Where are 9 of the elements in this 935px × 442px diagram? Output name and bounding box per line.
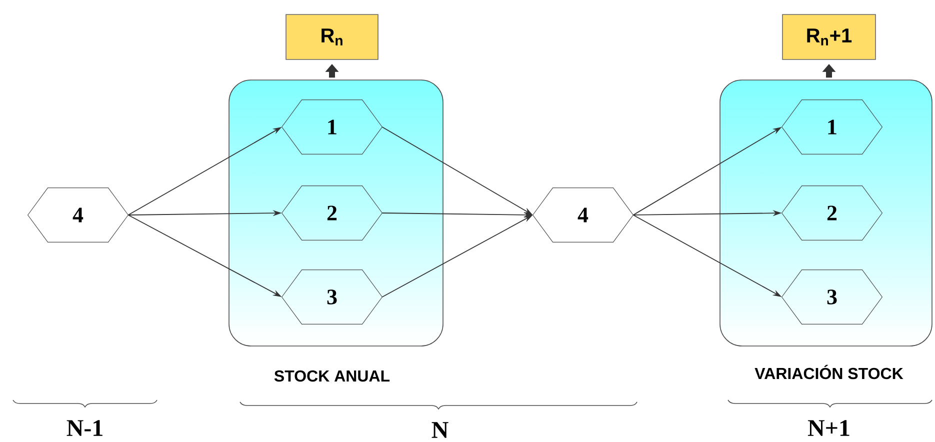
group-box [720,80,932,346]
box-caption: VARIACIÓN STOCK [754,364,904,380]
box-caption: STOCK ANUAL [274,370,390,382]
period-label: N [432,422,448,438]
period-label: N-1 [66,420,102,436]
period-label: N+1 [808,420,850,436]
group-box [228,80,444,346]
result-box: R$_{n}$+1 [782,14,876,60]
result-box: R$_{n}$ [286,14,378,60]
